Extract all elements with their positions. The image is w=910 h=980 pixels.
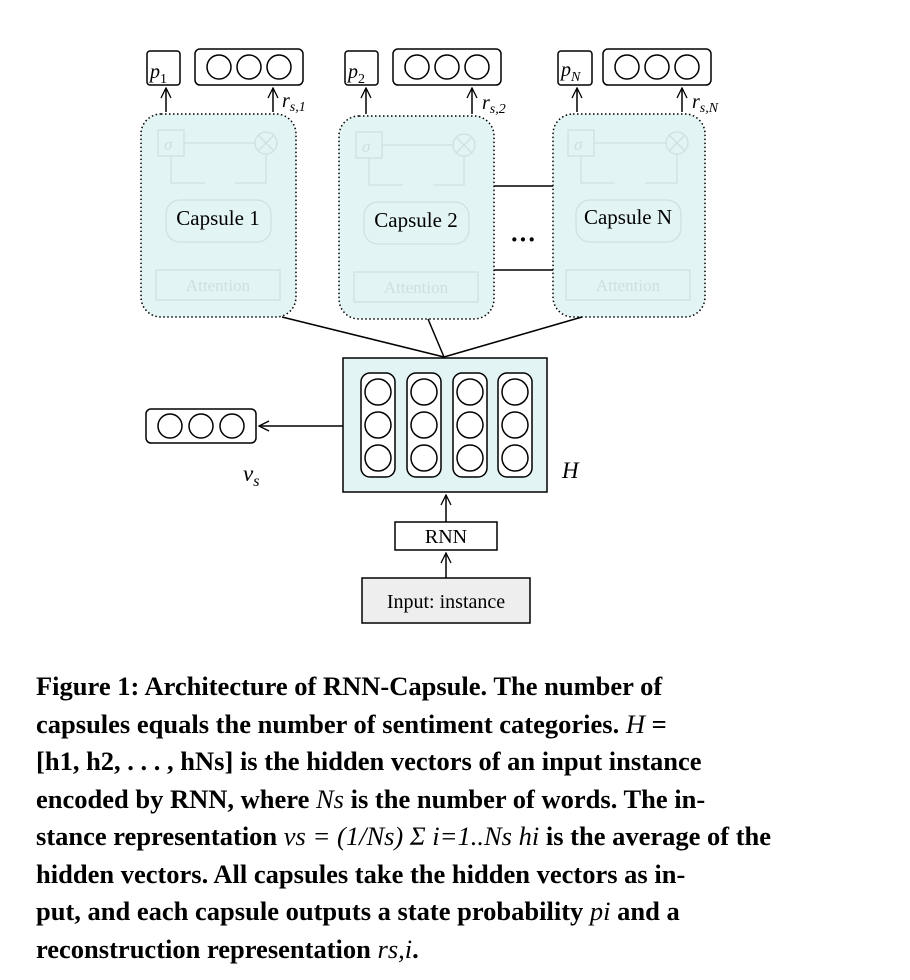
svg-text:Attention: Attention	[596, 276, 661, 295]
ellipsis-connector: ···	[494, 185, 553, 271]
input-label: Input: instance	[387, 591, 505, 613]
reconstruction-vector-1	[194, 48, 304, 86]
capsule-2: p2 rs,2 σ Attention Capsule 2	[338, 48, 506, 320]
reconstruction-vector-2	[392, 48, 502, 86]
caption-math-pi: pi	[589, 896, 611, 926]
hidden-matrix	[342, 357, 548, 493]
probability-box-1: p1	[146, 50, 181, 87]
caption-math-vs: vs = (1/Ns) Σ i=1..Ns hi	[283, 821, 540, 851]
instance-vector	[145, 408, 257, 444]
svg-text:Attention: Attention	[186, 276, 251, 295]
rnn-box: RNN	[394, 521, 498, 551]
capsule-label-1: Capsule 1	[176, 206, 259, 230]
caption-line-8: reconstruction representation rs,i.	[36, 933, 419, 964]
hidden-matrix-label: H	[561, 458, 580, 483]
caption-math-hidden-list: [h1, h2, . . . , hNs] is the hidden vect…	[36, 746, 702, 776]
figure-caption: Figure 1: Architecture of RNN-Capsule. T…	[36, 668, 836, 968]
svg-text:σ: σ	[362, 137, 371, 156]
caption-line-3: [h1, h2, . . . , hNs] is the hidden vect…	[36, 743, 836, 781]
hidden-vector-4	[497, 372, 533, 478]
architecture-diagram: p1 rs,1 σ Attention Capsule 1 p2	[140, 48, 719, 624]
caption-line-7: put, and each capsule outputs a state pr…	[36, 896, 680, 926]
rnn-label: RNN	[425, 526, 467, 548]
caption-line-4: encoded by RNN, where Ns is the number o…	[36, 783, 706, 814]
ellipsis: ···	[510, 225, 536, 254]
svg-text:pN: pN	[559, 59, 581, 85]
svg-text:p1: p1	[148, 61, 167, 87]
capsule-label-2: Capsule 2	[374, 208, 457, 232]
input-box: Input: instance	[361, 577, 531, 624]
capsule-n: pN rs,N σ Attention Capsule N	[552, 48, 719, 318]
caption-math-rsi: rs,i	[377, 933, 413, 964]
hidden-vector-1	[360, 372, 396, 478]
caption-line-5: stance representation vs = (1/Ns) Σ i=1.…	[36, 821, 772, 851]
capsule-1: p1 rs,1 σ Attention Capsule 1	[140, 48, 306, 318]
reconstruction-vector-n	[602, 48, 712, 86]
caption-line-6: hidden vectors. All capsules take the hi…	[36, 858, 686, 889]
probability-box-2: p2	[344, 50, 379, 87]
svg-text:Attention: Attention	[384, 278, 449, 297]
capsule-label-n: Capsule N	[584, 205, 672, 229]
svg-text:σ: σ	[164, 135, 173, 154]
instance-vector-label: vs	[243, 461, 259, 490]
capsule-internals-1: σ Attention	[155, 129, 281, 301]
caption-math-ns: Ns	[315, 783, 344, 814]
probability-box-n: pN	[557, 50, 593, 86]
reconstruction-label-2: rs,2	[482, 92, 506, 117]
reconstruction-label-n: rs,N	[692, 91, 719, 116]
capsule-internals-n: σ Attention	[565, 129, 691, 301]
capsule-internals-2: σ Attention	[353, 131, 479, 303]
hidden-vector-2	[406, 372, 442, 478]
caption-math-h: H	[625, 708, 645, 739]
hidden-vector-3	[452, 372, 488, 478]
reconstruction-label-1: rs,1	[282, 90, 306, 115]
caption-line-2: capsules equals the number of sentiment …	[36, 708, 667, 739]
caption-line-1: Figure 1: Architecture of RNN-Capsule. T…	[36, 671, 663, 701]
svg-text:σ: σ	[574, 135, 583, 154]
svg-text:p2: p2	[346, 61, 365, 87]
capsule-input-lines	[281, 316, 583, 358]
